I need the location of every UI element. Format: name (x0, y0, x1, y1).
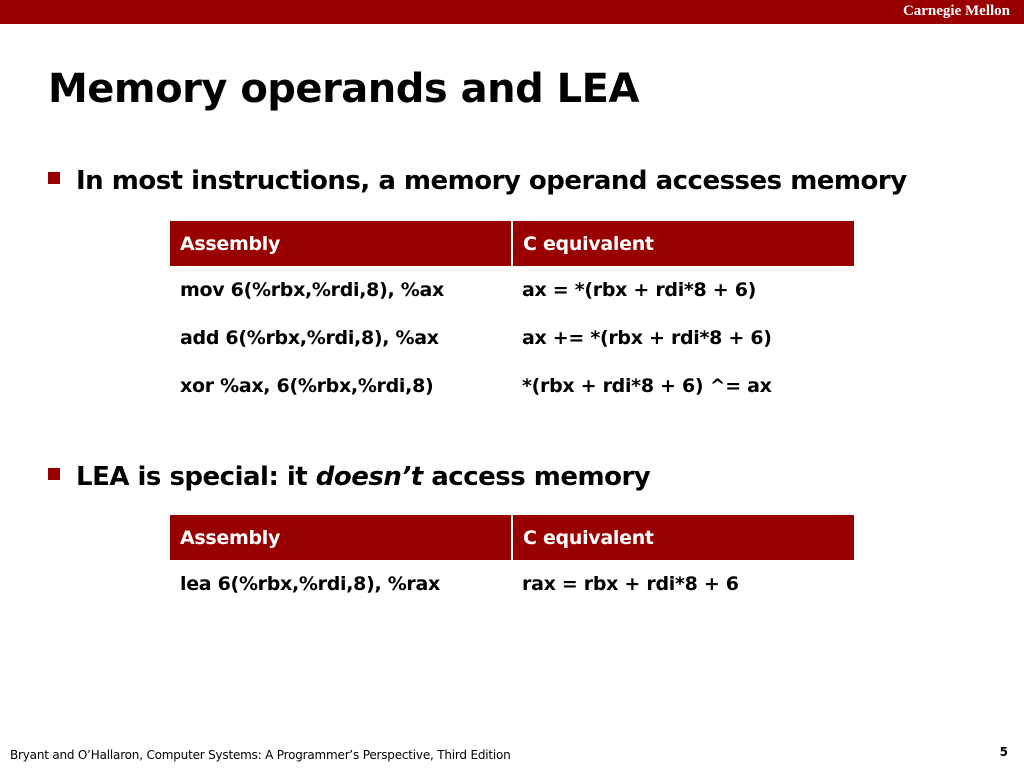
column-header-c-equivalent: C equivalent (512, 515, 854, 560)
lea-table: Assembly C equivalent lea 6(%rbx,%rdi,8)… (170, 515, 854, 608)
bullet-lea-special: LEA is special: it doesn’t access memory (48, 462, 651, 492)
footer-citation: Bryant and O’Hallaron, Computer Systems:… (10, 748, 511, 762)
memory-operand-table: Assembly C equivalent mov 6(%rbx,%rdi,8)… (170, 221, 854, 410)
assembly-cell: lea 6(%rbx,%rdi,8), %rax (180, 573, 440, 595)
page-number: 5 (999, 745, 1008, 759)
assembly-cell: add 6(%rbx,%rdi,8), %ax (180, 327, 439, 349)
c-equivalent-cell: ax = *(rbx + rdi*8 + 6) (522, 279, 757, 301)
brand-label: Carnegie Mellon (902, 3, 1010, 19)
column-header-c-equivalent: C equivalent (512, 221, 854, 266)
bullet-text-after: access memory (422, 462, 651, 492)
bullet-text: In most instructions, a memory operand a… (76, 166, 907, 196)
assembly-cell: xor %ax, 6(%rbx,%rdi,8) (180, 375, 434, 397)
table-row: lea 6(%rbx,%rdi,8), %rax rax = rbx + rdi… (170, 560, 854, 608)
table-row: add 6(%rbx,%rdi,8), %ax ax += *(rbx + rd… (170, 314, 854, 362)
top-bar: Carnegie Mellon (0, 0, 1024, 24)
table-header-row: Assembly C equivalent (170, 515, 854, 560)
c-equivalent-cell: rax = rbx + rdi*8 + 6 (522, 573, 739, 595)
bullet-square-icon (48, 172, 60, 184)
bullet-emphasis: doesn’t (315, 462, 423, 492)
slide-title: Memory operands and LEA (48, 66, 639, 112)
bullet-text-before: LEA is special: it (76, 462, 316, 492)
table-row: xor %ax, 6(%rbx,%rdi,8) *(rbx + rdi*8 + … (170, 362, 854, 410)
c-equivalent-cell: *(rbx + rdi*8 + 6) ^= ax (522, 375, 772, 397)
bullet-square-icon (48, 468, 60, 480)
c-equivalent-cell: ax += *(rbx + rdi*8 + 6) (522, 327, 772, 349)
bullet-memory-operand: In most instructions, a memory operand a… (48, 166, 907, 196)
column-header-assembly: Assembly (170, 515, 513, 560)
table-row: mov 6(%rbx,%rdi,8), %ax ax = *(rbx + rdi… (170, 266, 854, 314)
column-header-assembly: Assembly (170, 221, 513, 266)
table-header-row: Assembly C equivalent (170, 221, 854, 266)
assembly-cell: mov 6(%rbx,%rdi,8), %ax (180, 279, 444, 301)
